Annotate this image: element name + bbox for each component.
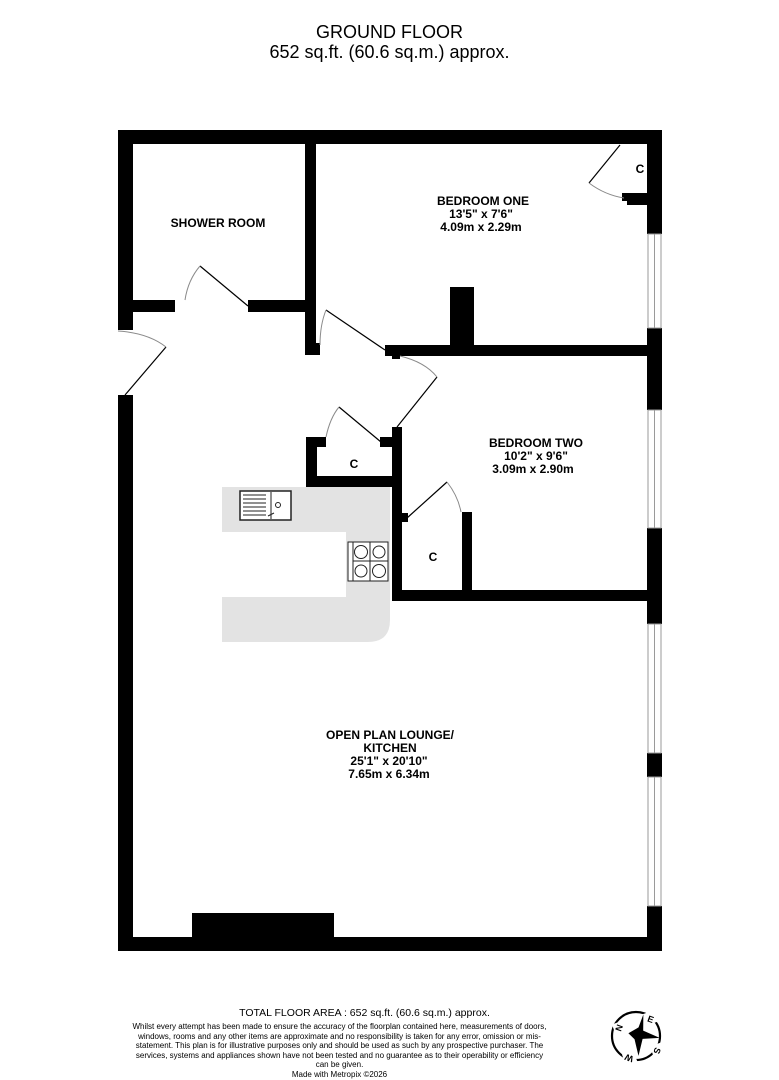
svg-text:3.09m x 2.90m: 3.09m x 2.90m [492,462,573,476]
floor-plan: SHOWER ROOM BEDROOM ONE 13'5" x 7'6" 4.0… [117,130,662,951]
door-bedroom-two-cupboard [406,481,462,519]
svg-text:BEDROOM TWO: BEDROOM TWO [489,436,583,450]
svg-text:7.65m x 6.34m: 7.65m x 6.34m [348,767,429,781]
door-entrance [117,330,167,396]
doors [117,144,625,519]
svg-text:SHOWER ROOM: SHOWER ROOM [171,216,266,230]
cupboard-label-bedroom-one: C [636,162,645,176]
svg-text:10'2" x 9'6": 10'2" x 9'6" [504,449,568,463]
sink-icon [239,490,292,521]
door-bedroom-one-cupboard [588,144,625,199]
door-bedroom-one [319,309,386,351]
hob-icon [347,541,389,582]
windows [647,233,662,907]
compass-icon: N E S W [610,1010,667,1068]
compass-east: E [646,1014,655,1025]
walls [118,130,662,951]
room-label-shower-room: SHOWER ROOM [171,216,266,230]
svg-text:4.09m x 2.29m: 4.09m x 2.29m [440,220,521,234]
room-label-lounge-kitchen: OPEN PLAN LOUNGE/ KITCHEN 25'1" x 20'10"… [326,728,455,781]
disclaimer-text: Whilst every attempt has been made to en… [132,1022,547,1069]
compass-south: S [651,1046,662,1055]
svg-text:KITCHEN: KITCHEN [363,741,416,755]
kitchen-worktop [222,487,390,642]
cupboard-label-hall: C [350,457,359,471]
room-label-bedroom-two: BEDROOM TWO 10'2" x 9'6" 3.09m x 2.90m [489,436,583,476]
svg-text:OPEN PLAN LOUNGE/: OPEN PLAN LOUNGE/ [326,728,455,742]
svg-text:25'1" x 20'10": 25'1" x 20'10" [350,754,427,768]
svg-text:13'5" x 7'6": 13'5" x 7'6" [449,207,513,221]
floor-title: GROUND FLOOR [315,22,463,42]
door-hall-cupboard [325,406,382,443]
made-with-credit: Made with Metropix ©2026 [291,1069,388,1079]
room-label-bedroom-one: BEDROOM ONE 13'5" x 7'6" 4.09m x 2.29m [437,194,529,234]
compass-north: N [613,1023,625,1033]
compass-west: W [623,1052,635,1064]
cupboard-label-bedroom-two: C [429,550,438,564]
plan-header: GROUND FLOOR 652 sq.ft. (60.6 sq.m.) app… [0,22,779,62]
floor-area: 652 sq.ft. (60.6 sq.m.) approx. [269,42,510,62]
door-bedroom-two [396,355,438,428]
svg-text:BEDROOM ONE: BEDROOM ONE [437,194,529,208]
plan-footer: TOTAL FLOOR AREA : 652 sq.ft. (60.6 sq.m… [0,1006,779,1079]
door-shower-room [184,265,249,307]
total-floor-area: TOTAL FLOOR AREA : 652 sq.ft. (60.6 sq.m… [239,1007,490,1019]
